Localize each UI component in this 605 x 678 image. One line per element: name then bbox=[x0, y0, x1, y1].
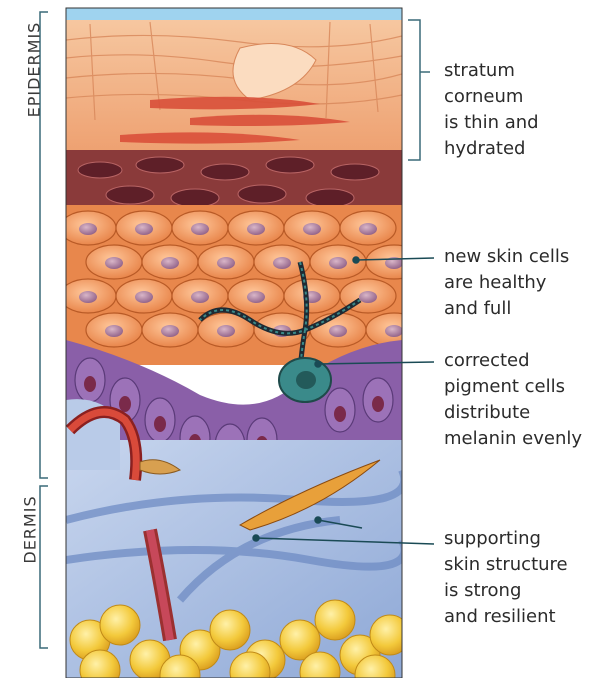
corneum-bracket bbox=[408, 20, 420, 160]
callout-line: supporting bbox=[444, 526, 604, 552]
dermis-bracket bbox=[40, 486, 48, 648]
skin-cell bbox=[142, 245, 198, 279]
callout-pigment-cells: corrected pigment cells distribute melan… bbox=[444, 348, 604, 452]
callout-line: melanin evenly bbox=[444, 426, 604, 452]
skin-cross-section bbox=[60, 8, 422, 678]
callout-stratum-corneum: stratum corneum is thin and hydrated bbox=[444, 58, 604, 162]
fat-cell bbox=[315, 600, 355, 640]
callout-line: new skin cells bbox=[444, 244, 604, 270]
callout-line: and resilient bbox=[444, 604, 604, 630]
skin-cell bbox=[116, 211, 172, 245]
callout-line: hydrated bbox=[444, 136, 604, 162]
fat-cell bbox=[370, 615, 410, 655]
skin-cell bbox=[60, 279, 116, 313]
callout-line: corrected bbox=[444, 348, 604, 374]
callout-line: is thin and bbox=[444, 110, 604, 136]
skin-cell bbox=[228, 211, 284, 245]
skin-cell bbox=[86, 245, 142, 279]
skin-cell bbox=[284, 279, 340, 313]
basal-cell bbox=[75, 358, 105, 402]
skin-cell bbox=[172, 211, 228, 245]
callout-new-skin-cells: new skin cells are healthy and full bbox=[444, 244, 604, 322]
basal-cell bbox=[325, 388, 355, 432]
callout-line: is strong bbox=[444, 578, 604, 604]
skin-cell bbox=[60, 211, 116, 245]
callout-line: pigment cells bbox=[444, 374, 604, 400]
skin-cell bbox=[340, 211, 396, 245]
surface-strip bbox=[66, 8, 402, 22]
skin-cell bbox=[228, 279, 284, 313]
callout-line: stratum bbox=[444, 58, 604, 84]
callout-line: skin structure bbox=[444, 552, 604, 578]
skin-cell bbox=[284, 211, 340, 245]
skin-cell bbox=[116, 279, 172, 313]
dermis-label: DERMIS bbox=[21, 490, 40, 570]
callout-line: corneum bbox=[444, 84, 604, 110]
callout-line: are healthy bbox=[444, 270, 604, 296]
basal-cell bbox=[145, 398, 175, 442]
skin-cell bbox=[198, 245, 254, 279]
callout-line: distribute bbox=[444, 400, 604, 426]
epidermis-label: EPIDERMIS bbox=[25, 20, 44, 120]
fat-cell bbox=[100, 605, 140, 645]
callout-line: and full bbox=[444, 296, 604, 322]
skin-cell bbox=[142, 313, 198, 347]
callout-supporting-structure: supporting skin structure is strong and … bbox=[444, 526, 604, 630]
skin-cell bbox=[86, 313, 142, 347]
basal-cell bbox=[363, 378, 393, 422]
fat-cell bbox=[210, 610, 250, 650]
skin-cell bbox=[310, 313, 366, 347]
skin-cell bbox=[366, 245, 422, 279]
